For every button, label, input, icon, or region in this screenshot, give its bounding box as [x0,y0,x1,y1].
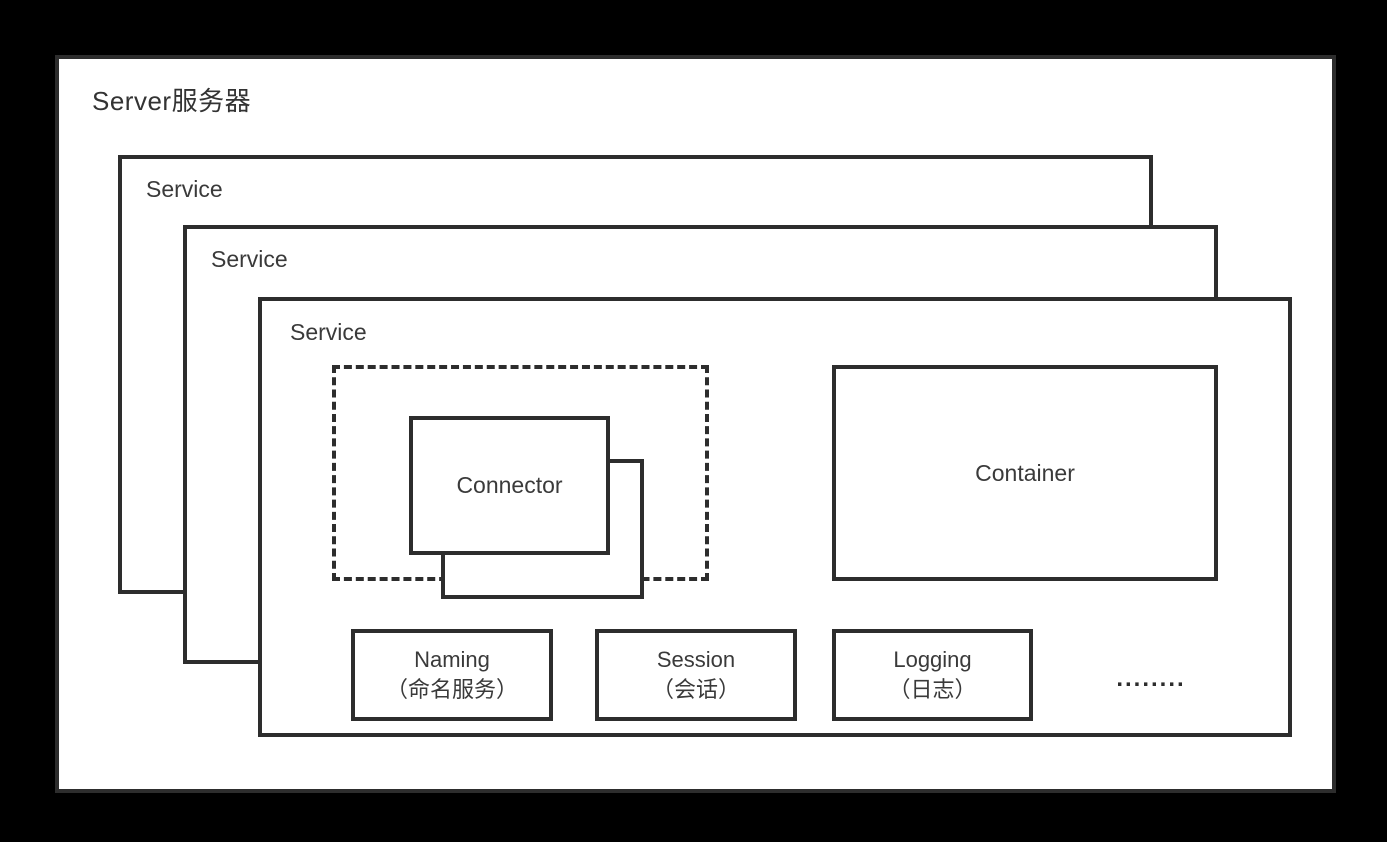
service-label-1: Service [146,176,223,202]
container-box: Container [832,365,1218,581]
connector-label: Connector [456,472,563,498]
component-naming-name: Naming [414,647,490,672]
service-box-3: Service Connector Container Naming （命名服务… [258,297,1292,737]
component-box-naming: Naming （命名服务） [351,629,553,721]
component-box-session: Session （会话） [595,629,797,721]
component-box-logging: Logging （日志） [832,629,1033,721]
component-logging-subtitle: （日志） [888,677,977,702]
component-logging-name: Logging [893,647,972,672]
service-label-3: Service [290,319,367,345]
component-naming-subtitle: （命名服务） [385,677,518,702]
component-session-name: Session [656,647,736,672]
ellipsis-label: ........ [1116,665,1186,692]
component-session-subtitle: （会话） [651,677,740,702]
service-label-2: Service [211,246,288,272]
container-label: Container [975,459,1075,486]
server-title: Server服务器 [92,86,252,116]
connector-box: Connector [409,416,610,555]
